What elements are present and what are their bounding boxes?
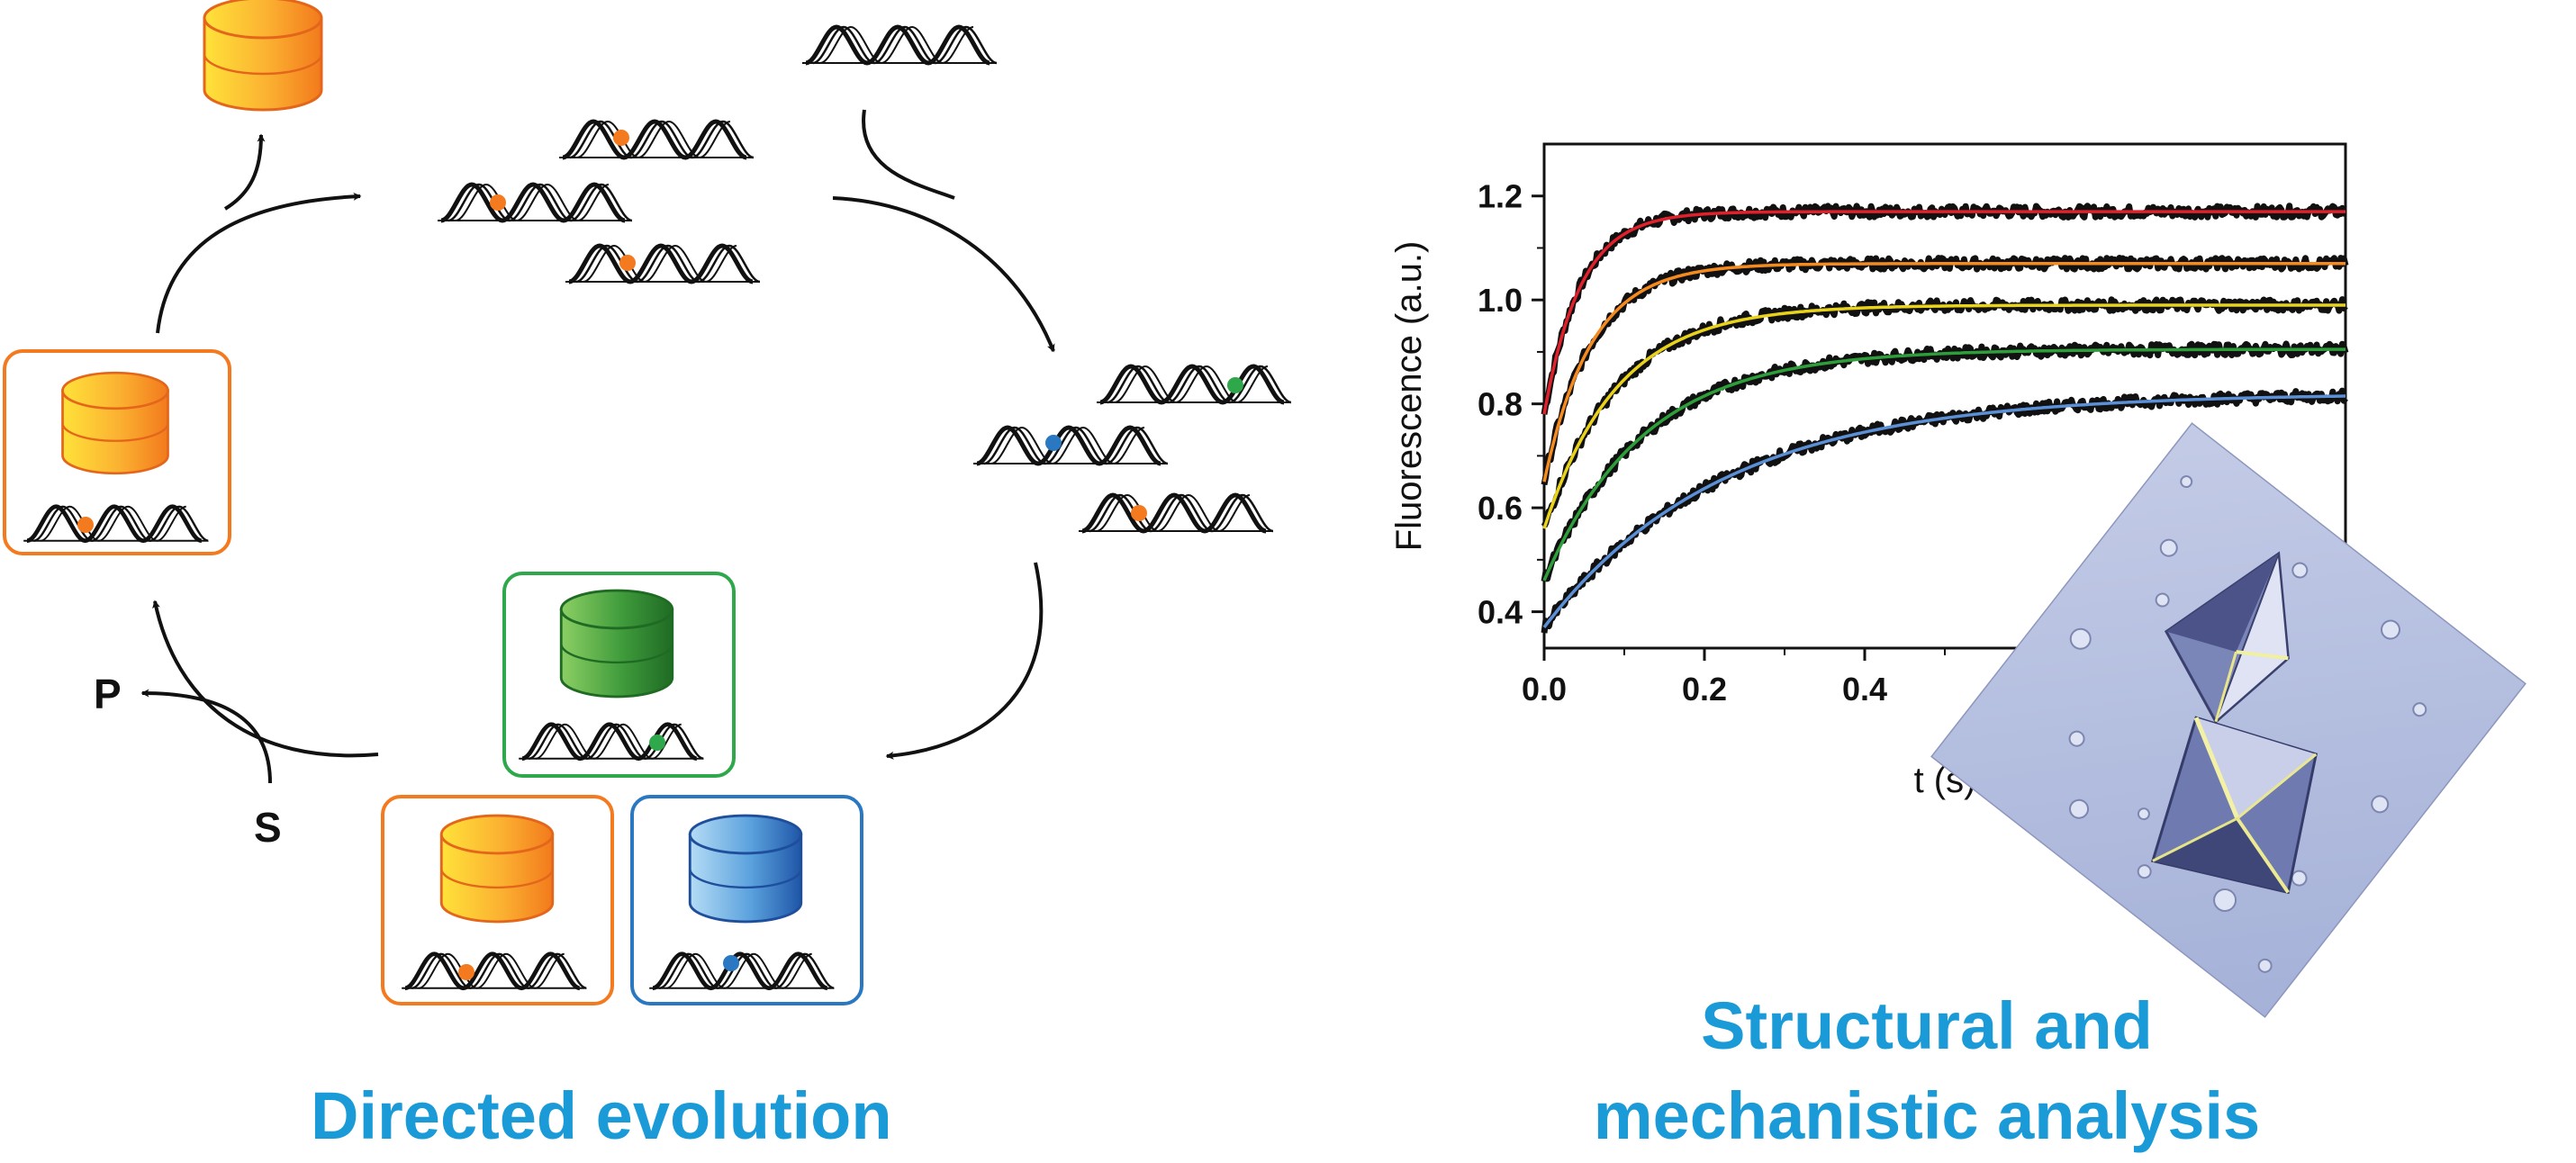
x-tick-label: 0.0 [1522,671,1567,708]
right-caption-line2: mechanistic analysis [1594,1078,2260,1153]
enzyme-cylinder-orange [61,371,169,475]
arrow-release-enzyme [223,133,266,211]
enzyme-cylinder-blue [688,814,803,924]
enzyme-cylinder-orange [439,814,555,924]
y-axis-ticks: 0.4 0.6 0.8 1.0 1.2 [1478,178,1544,631]
substrate-label: S [254,804,282,851]
x-tick-label: 0.2 [1682,671,1727,708]
y-tick-label: 1.2 [1478,178,1523,215]
crystal-2 [2151,716,2318,895]
enzyme-cylinder-orange-released [203,0,323,112]
right-caption-line1: Structural and [1701,988,2153,1063]
arrow-selection [152,600,379,758]
dna-helix-template [802,27,997,63]
series-1-fit-line [1542,262,2346,482]
mutation-dot-blue [723,955,739,971]
crystal-1 [2164,551,2290,725]
series-2-fit-line [1542,303,2346,529]
mutation-dot-orange [77,517,94,533]
compartment-blue [630,795,863,1005]
series-0-fit-line [1542,210,2346,415]
series-1-data-trace [1541,255,2349,486]
arrow-template-in [862,109,955,200]
arrow-to-diversified [832,196,1055,353]
left-caption: Directed evolution [311,1078,892,1153]
compartment-green [502,572,736,778]
y-tick-label: 0.6 [1478,490,1523,527]
series-3-fit-line [1542,347,2346,582]
arrow-to-library [156,192,362,334]
dna-library-diversified [973,366,1291,531]
compartment-orange-left [3,349,231,555]
y-tick-label: 0.4 [1478,594,1523,631]
crystal-photo [1930,422,2526,1018]
product-label: P [94,671,122,717]
x-tick-label: 0.4 [1842,671,1887,708]
arrow-substrate-to-product [140,689,272,784]
mutation-dot-orange [458,964,475,980]
y-axis-label: Fluorescence (a.u.) [1389,241,1429,552]
enzyme-cylinder-green [559,589,674,699]
series-4-fit-line [1542,394,2346,628]
compartment-orange-bottom [381,795,614,1005]
mutation-dot-green [649,735,665,751]
dna-library-selected [438,122,760,282]
directed-evolution-cycle: P S Directed evolution [3,0,1291,1153]
arrow-to-compartments [885,562,1044,760]
y-tick-label: 0.8 [1478,386,1523,423]
y-tick-label: 1.0 [1478,282,1523,319]
droplets [2068,475,2427,973]
series-layer [1541,203,2349,634]
